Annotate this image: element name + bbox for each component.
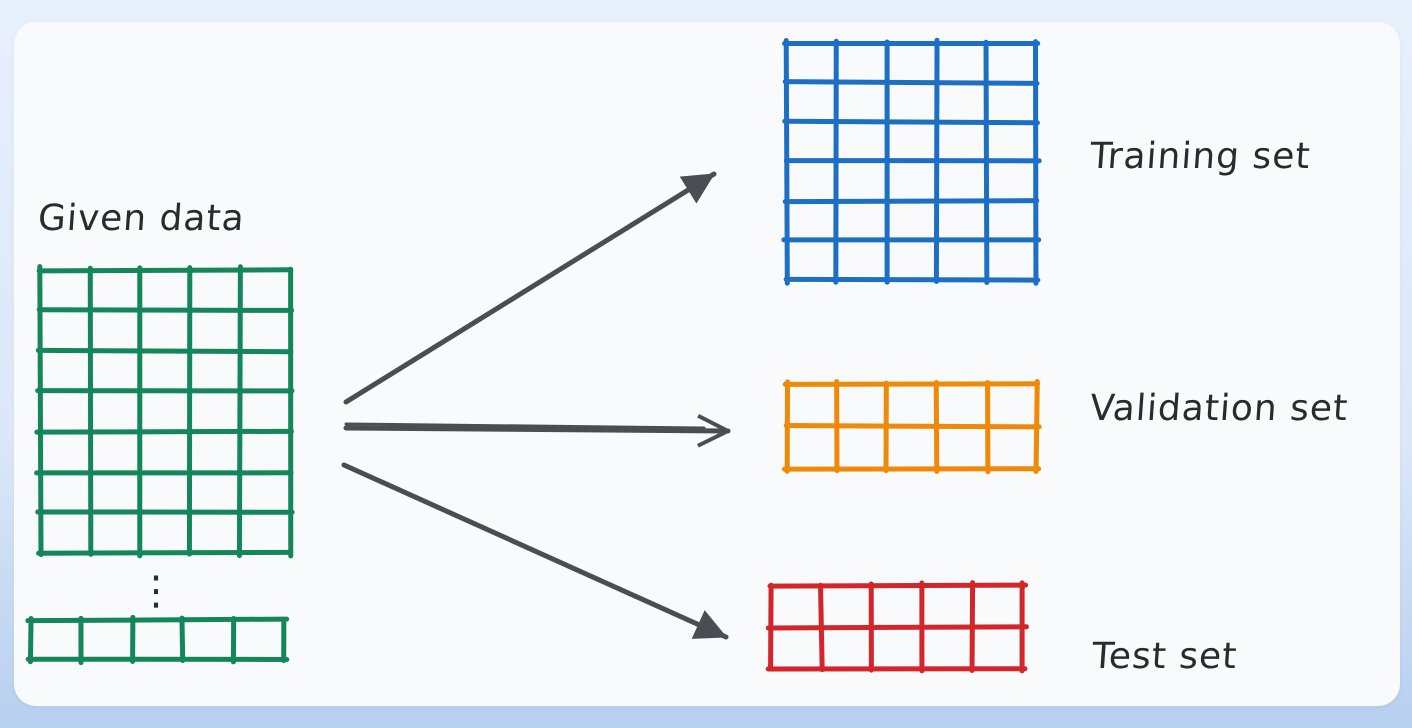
training-set-grid-vline xyxy=(783,37,790,286)
validation-set-label: Validation set xyxy=(1088,388,1350,429)
ellipsis-dots: ⋮ xyxy=(136,568,176,614)
validation-set-grid-vline xyxy=(1033,379,1040,475)
given-data-grid-hline xyxy=(34,428,294,435)
given-data-grid-vline xyxy=(236,264,243,559)
arrows-layer xyxy=(341,171,731,640)
test-set-grid-vline xyxy=(768,582,774,672)
training-set-grid-hline xyxy=(782,79,1040,86)
validation-set-grid-hline xyxy=(782,381,1041,387)
arrow-to-training-head xyxy=(679,173,715,204)
diagram-card xyxy=(14,22,1400,706)
test-set-grid-vline xyxy=(969,580,976,673)
grids-layer xyxy=(25,37,1042,674)
arrow-to-validation-head xyxy=(697,413,730,448)
validation-set-grid-hline xyxy=(783,423,1042,430)
test-set-label: Test set xyxy=(1090,636,1239,677)
test-set-grid xyxy=(765,580,1029,674)
validation-set-grid-vline xyxy=(933,380,940,474)
given-data-tail-row-vline xyxy=(27,616,34,665)
training-set-grid-vline xyxy=(983,39,990,286)
arrow-to-test-shaft xyxy=(341,462,729,640)
arrow-to-validation-shaft xyxy=(343,425,731,434)
arrow-to-test xyxy=(341,462,729,640)
test-set-grid-vline xyxy=(818,582,825,673)
given-data-grid-vline xyxy=(37,264,44,558)
given-data-grid-hline xyxy=(36,307,295,313)
arrow-to-validation xyxy=(343,413,731,448)
given-data-label: Given data xyxy=(36,198,247,239)
arrow-to-training-shaft xyxy=(343,171,717,405)
given-data-grid-hline xyxy=(35,347,294,355)
given-data-grid-hline xyxy=(36,267,294,274)
training-set-label: Training set xyxy=(1088,136,1312,177)
given-data-grid-vline xyxy=(87,265,94,557)
test-set-grid-hline xyxy=(767,582,1029,589)
test-set-grid-hline xyxy=(765,624,1029,631)
validation-set-grid xyxy=(781,379,1042,475)
training-set-grid-hline xyxy=(782,118,1040,126)
given-data-grid xyxy=(34,264,295,559)
training-set-grid-vline xyxy=(933,37,940,285)
arrow-to-validation-sketch-line xyxy=(344,422,706,430)
training-set-grid xyxy=(781,37,1042,286)
given-data-grid-hline xyxy=(36,549,294,556)
given-data-tail-row-vline xyxy=(179,615,186,664)
given-data-tail-row xyxy=(25,614,290,666)
training-set-grid-hline xyxy=(783,276,1041,283)
given-data-tail-row-hline xyxy=(25,616,290,624)
arrow-to-test-head xyxy=(691,610,728,639)
training-set-grid-hline xyxy=(782,198,1040,205)
arrow-to-training xyxy=(343,171,717,405)
